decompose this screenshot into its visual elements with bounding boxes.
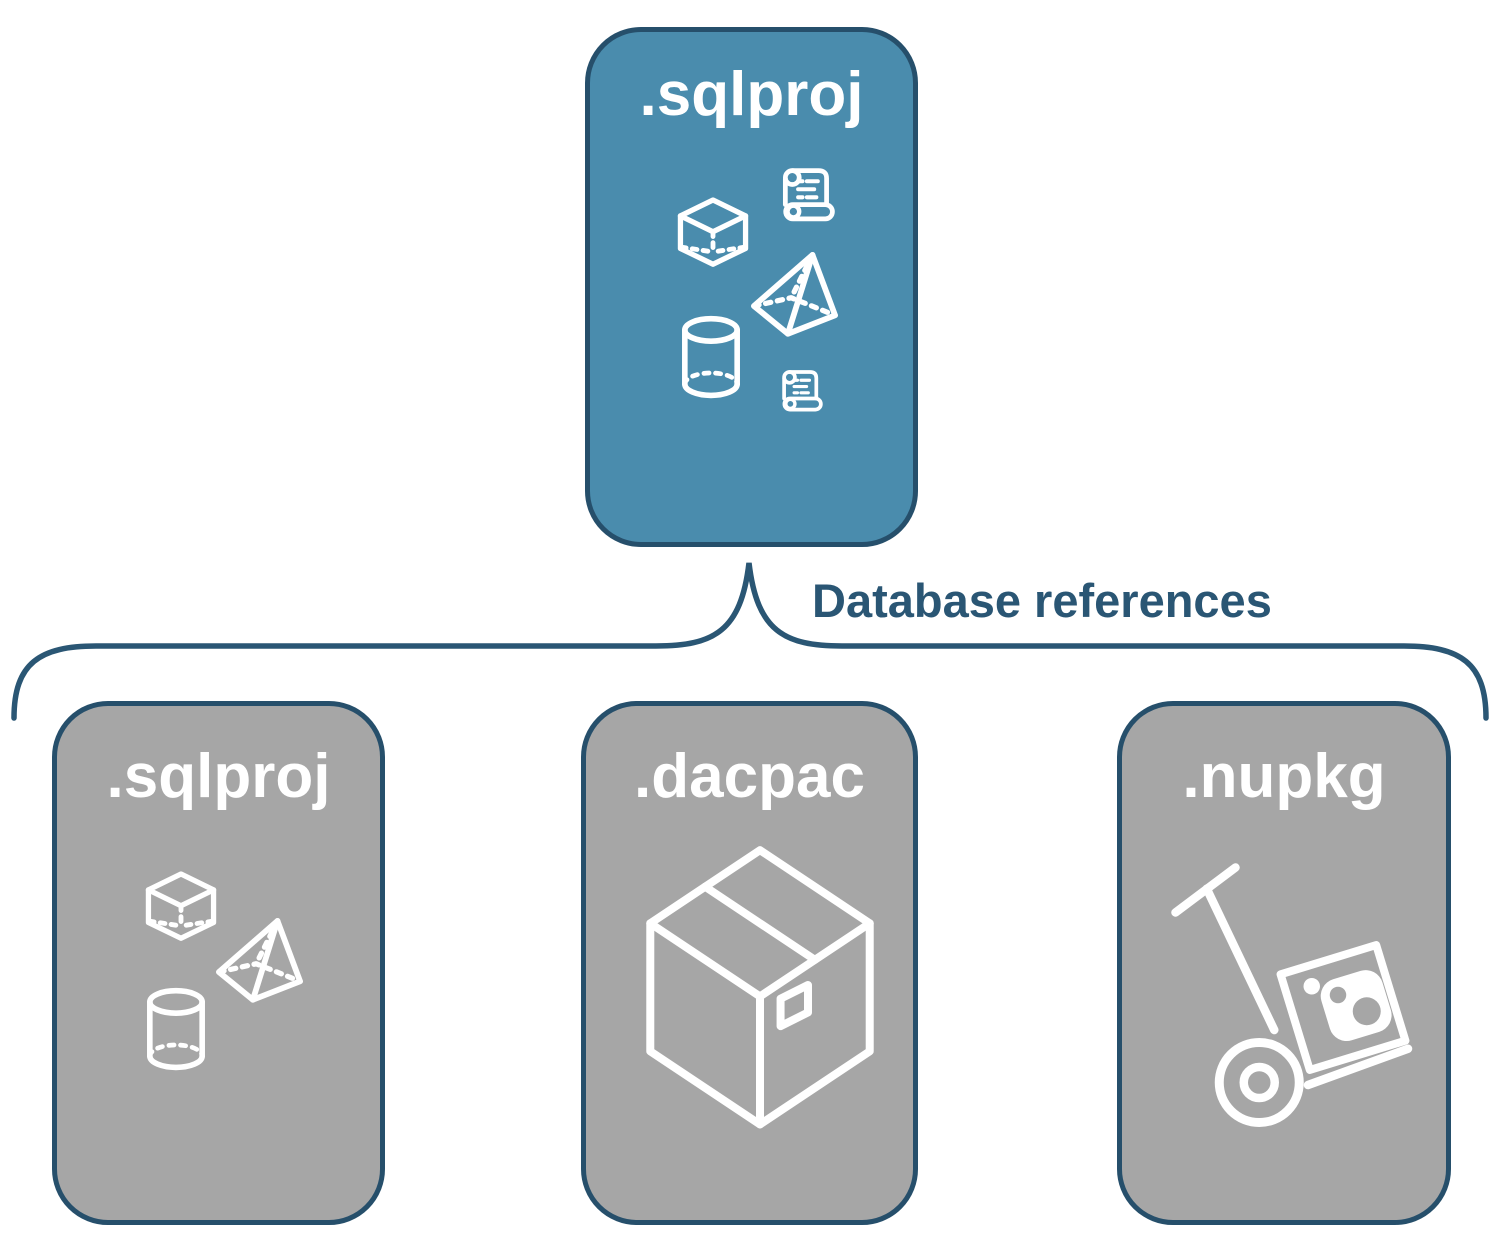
brace-path xyxy=(11,562,1489,721)
node-nupkg-child: .nupkg xyxy=(1117,701,1451,1225)
cylinder-icon xyxy=(147,987,205,1071)
pyramid-icon xyxy=(751,252,838,337)
hand-truck-icon xyxy=(1171,863,1413,1127)
node-label: .sqlproj xyxy=(639,60,864,129)
scroll-icon xyxy=(782,370,823,412)
node-label: .sqlproj xyxy=(106,742,331,811)
cube-icon xyxy=(145,871,217,941)
pyramid-icon xyxy=(216,918,303,1003)
scroll-icon xyxy=(782,168,835,222)
brace-connector xyxy=(11,562,1489,721)
node-sqlproj-child: .sqlproj xyxy=(52,701,385,1225)
cube-icon xyxy=(677,197,749,267)
connector-label: Database references xyxy=(812,574,1272,627)
node-dacpac-child: .dacpac xyxy=(581,701,918,1225)
node-label: .nupkg xyxy=(1182,742,1386,811)
package-box-icon xyxy=(646,846,874,1129)
node-label: .dacpac xyxy=(634,742,865,811)
node-sqlproj-root: .sqlproj xyxy=(585,27,918,547)
cylinder-icon xyxy=(682,315,740,399)
